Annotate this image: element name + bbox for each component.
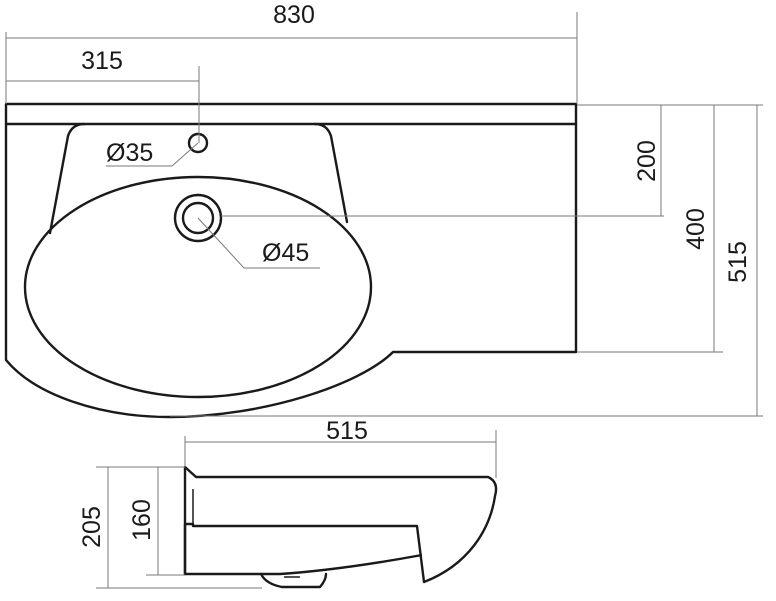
- side-view: [183, 465, 498, 589]
- dim-total-width: 830: [273, 1, 315, 29]
- dim-tap-hole-offset: 315: [81, 47, 123, 75]
- dim-total-depth: 515: [724, 241, 752, 283]
- dim-tap-hole-diameter: Ø35: [106, 139, 153, 167]
- basin-wall: [48, 122, 349, 235]
- dim-side-total-height: 205: [78, 506, 106, 548]
- dim-side-bowl-height: 160: [128, 499, 156, 541]
- tap-hole: [187, 132, 209, 154]
- top-view: [4, 102, 578, 419]
- top-view-dimensions: 830 315 Ø35 Ø45 200 400 515: [5, 1, 763, 417]
- bowl-ellipse: [23, 175, 373, 399]
- side-view-dimensions: 515 205 160: [78, 417, 497, 589]
- dim-drain-distance: 200: [633, 140, 661, 182]
- drain-inner: [181, 201, 215, 235]
- dim-bowl-depth-right: 400: [682, 208, 710, 250]
- side-view-outline: [183, 466, 498, 584]
- dim-side-view-width: 515: [326, 417, 368, 445]
- drain-outer: [173, 193, 223, 243]
- dim-drain-diameter: Ø45: [262, 239, 309, 267]
- side-drain: [259, 572, 328, 589]
